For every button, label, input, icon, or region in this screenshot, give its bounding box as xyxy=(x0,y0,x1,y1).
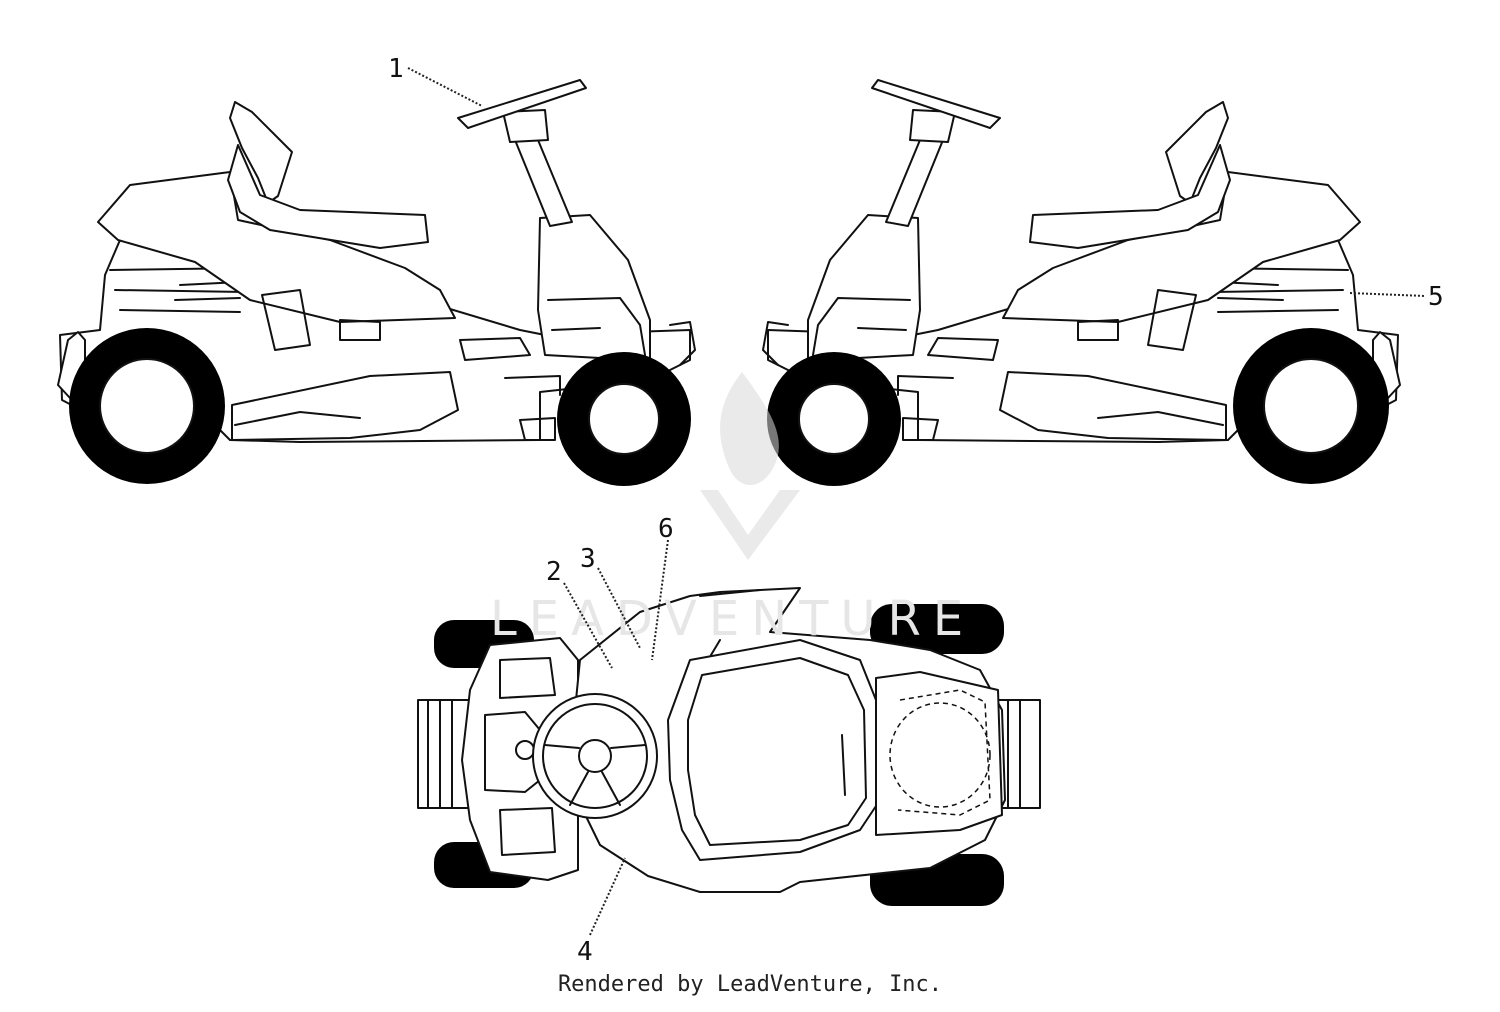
callout-5: 5 xyxy=(1428,282,1444,312)
mower-side-view-right xyxy=(762,79,1401,486)
watermark-text: LEADVENTURE xyxy=(490,591,975,647)
callout-4: 4 xyxy=(577,937,593,967)
top-rear-left-tire-icon xyxy=(870,604,1004,654)
callout-6: 6 xyxy=(658,514,674,544)
steering-wheel-icon xyxy=(532,693,658,819)
callouts: 1 5 2 3 6 4 xyxy=(388,54,1444,967)
callout-2: 2 xyxy=(546,557,562,587)
mower-side-view-left xyxy=(57,79,696,486)
callout-3: 3 xyxy=(580,544,596,574)
watermark-logo: LEADVENTURE xyxy=(490,372,975,647)
callout-1: 1 xyxy=(388,54,404,84)
footer-credit: Rendered by LeadVenture, Inc. xyxy=(557,972,943,997)
mower-top-view xyxy=(417,587,1041,906)
